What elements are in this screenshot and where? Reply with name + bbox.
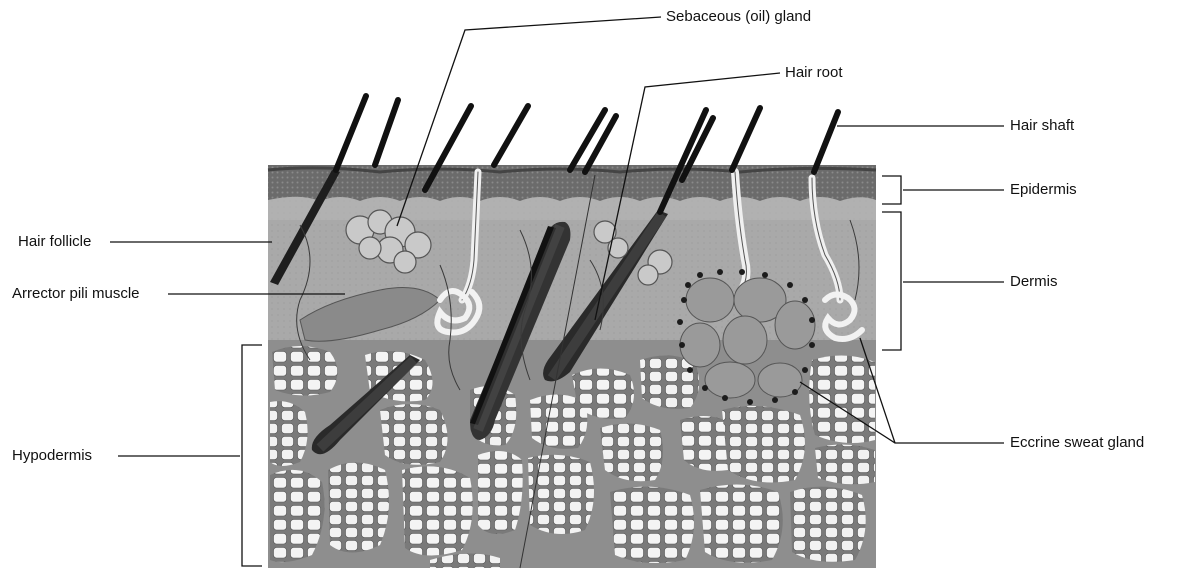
skin-block	[268, 165, 876, 568]
label-arrector-pili-muscle: Arrector pili muscle	[12, 286, 140, 301]
bracket-hypodermis	[242, 345, 262, 566]
bracket-epidermis	[882, 176, 901, 204]
bracket-dermis	[882, 212, 901, 350]
label-hair-root: Hair root	[785, 65, 843, 80]
label-dermis: Dermis	[1010, 274, 1058, 289]
label-epidermis: Epidermis	[1010, 182, 1077, 197]
label-hair-shaft: Hair shaft	[1010, 118, 1074, 133]
label-hypodermis: Hypodermis	[12, 448, 92, 463]
label-sebaceous-gland: Sebaceous (oil) gland	[666, 9, 811, 24]
label-hair-follicle: Hair follicle	[18, 234, 91, 249]
label-eccrine-sweat-gland: Eccrine sweat gland	[1010, 435, 1144, 450]
